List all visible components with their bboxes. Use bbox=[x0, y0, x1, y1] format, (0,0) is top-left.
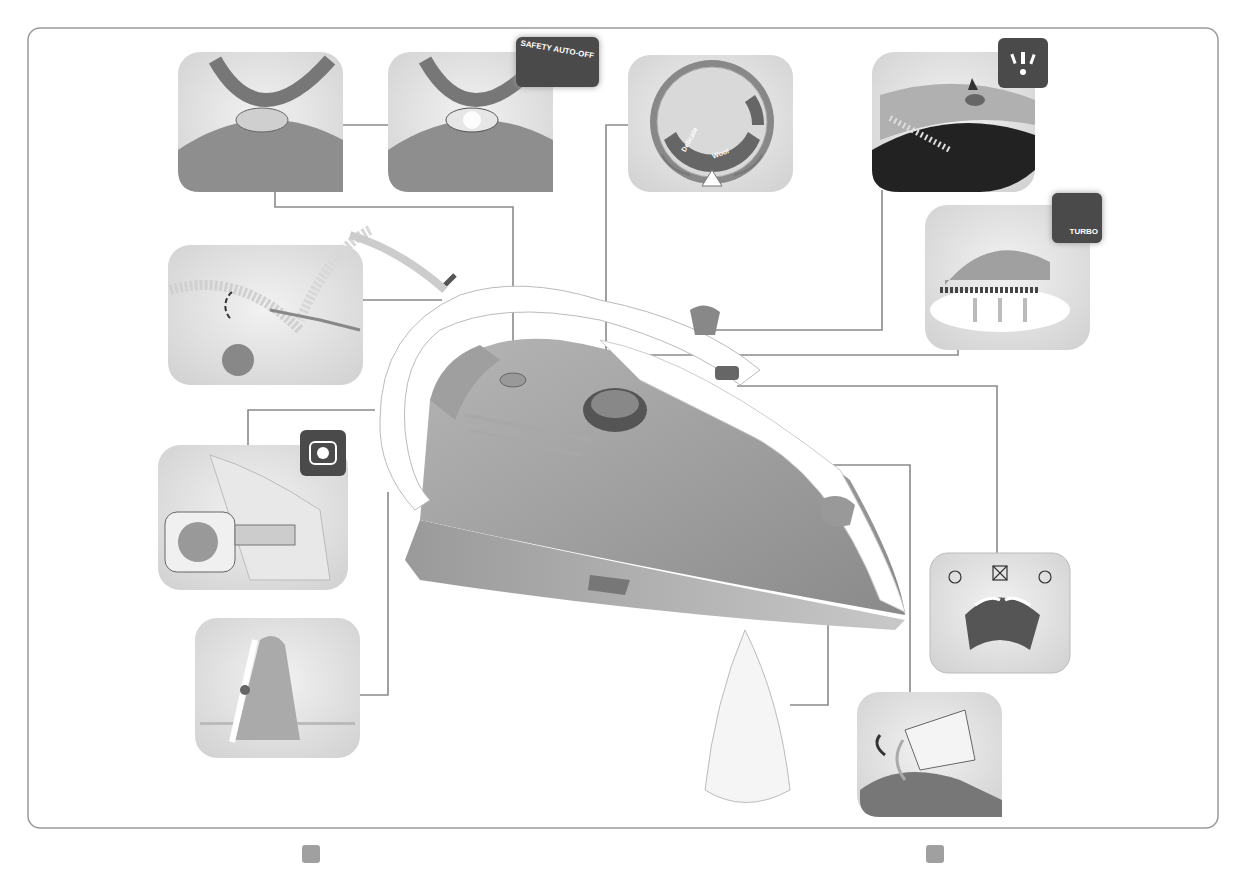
badge-label: TURBO bbox=[1056, 227, 1098, 236]
badge-label: SAFETY AUTO-OFF bbox=[520, 39, 595, 61]
feature-badge: TURBO bbox=[1052, 193, 1102, 243]
dial-setting: Wool bbox=[711, 147, 729, 159]
dial-setting: Delicate bbox=[680, 126, 699, 153]
feature-badge: SAFETY AUTO-OFF bbox=[516, 37, 599, 87]
